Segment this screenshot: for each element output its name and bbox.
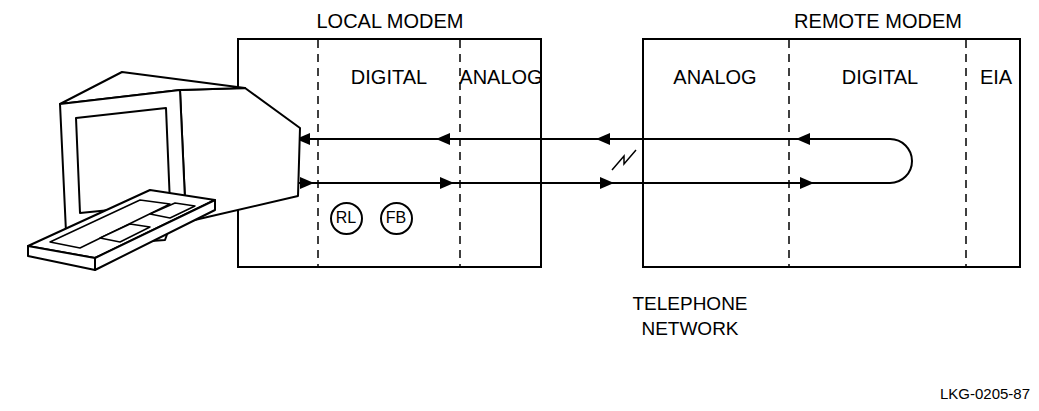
telephone-zigzag xyxy=(612,150,636,170)
section-label: EIA xyxy=(980,65,1012,89)
section-divider xyxy=(788,40,790,266)
modem-box: LOCAL MODEMDIGITALANALOGRLFB xyxy=(237,38,542,268)
section-label: ANALOG xyxy=(673,65,756,89)
network-label: TELEPHONE NETWORK xyxy=(625,292,755,341)
section-label: DIGITAL xyxy=(842,65,918,89)
computer-terminal xyxy=(28,72,300,270)
arrowheads xyxy=(296,133,814,189)
control-circle: RL xyxy=(330,202,363,235)
circle-label: FB xyxy=(386,208,406,227)
section-label: DIGITAL xyxy=(351,65,427,89)
box-heading: LOCAL MODEM xyxy=(316,9,463,33)
control-circle: FB xyxy=(380,202,413,235)
loopback-arc xyxy=(890,139,912,183)
section-divider xyxy=(317,40,319,266)
section-divider xyxy=(965,40,967,266)
figure-code: LKG-0205-87 xyxy=(940,384,1030,404)
box-heading: REMOTE MODEM xyxy=(794,9,962,33)
circle-label: RL xyxy=(336,208,356,227)
modem-box: REMOTE MODEMANALOGDIGITALEIA xyxy=(642,38,1021,268)
section-label: ANALOG xyxy=(459,65,542,89)
